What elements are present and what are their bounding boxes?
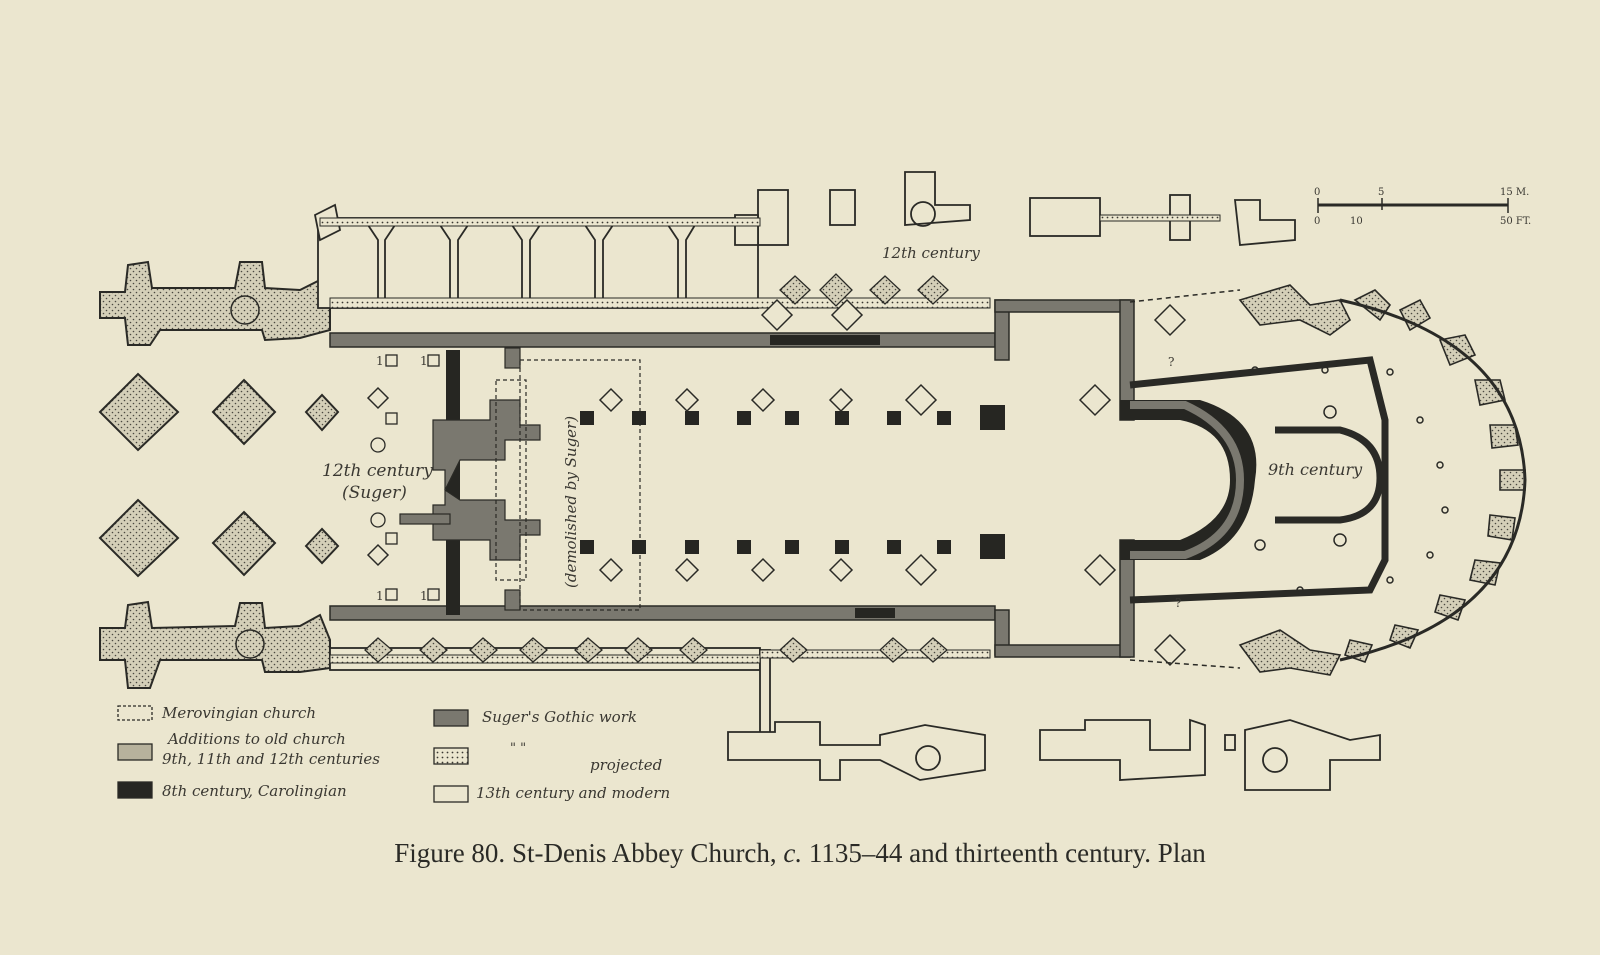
legend-swatch-gothic xyxy=(433,709,469,727)
legend-label-merovingian: Merovingian church xyxy=(161,704,316,722)
carolingian-walls xyxy=(446,335,895,618)
narthex-small-piers xyxy=(370,354,440,601)
legend-item-merovingian: Merovingian church xyxy=(117,704,316,722)
legend-label-carolingian: 8th century, Carolingian xyxy=(162,782,347,800)
narthex-patron-label: (Suger) xyxy=(342,483,407,503)
caption-title: St-Denis Abbey Church, xyxy=(511,838,777,868)
south-aisle-piers xyxy=(364,637,948,663)
legend-label-additions-dates: 9th, 11th and 12th centuries xyxy=(162,750,380,768)
legend-label-gothic: Suger's Gothic work xyxy=(482,708,637,726)
merovingian-outline xyxy=(495,359,641,611)
pier-mark-sw: 1 xyxy=(376,589,384,603)
scale-metric-tick-15: 15 M. xyxy=(1500,187,1529,198)
north-aisle-piers xyxy=(779,273,949,307)
north-aisle-date-label: 12th century xyxy=(882,244,980,262)
legend-swatch-carolingian xyxy=(117,781,153,799)
pier-mark-nw: 1 xyxy=(376,354,384,368)
pier-mark-ne: 1 xyxy=(420,354,428,368)
scale-metric-tick-0: 0 xyxy=(1314,187,1320,198)
crypt-walls xyxy=(1129,356,1389,604)
caption-circa: c. xyxy=(783,838,803,868)
ambulatory-outer-wall xyxy=(1339,298,1527,662)
legend-label-additions: Additions to old church xyxy=(166,730,346,748)
crypt-columns xyxy=(1251,366,1449,594)
caption-figure-number: Figure 80. xyxy=(394,838,506,868)
north-chapels xyxy=(313,171,1296,309)
figure-caption: Figure 80. St-Denis Abbey Church, c. 113… xyxy=(0,838,1600,869)
legend-item-carolingian: 8th century, Carolingian xyxy=(117,781,347,800)
south-stairs xyxy=(915,745,1288,773)
scale-imperial-tick-0: 0 xyxy=(1314,216,1320,227)
narthex-walls xyxy=(399,347,541,611)
crypt-date-label: 9th century xyxy=(1268,460,1363,479)
west-facade xyxy=(98,260,340,689)
nave-piers-north xyxy=(580,405,1005,430)
legend-swatch-merovingian xyxy=(117,705,153,721)
uncertain-mark-north: ? xyxy=(1168,355,1174,369)
uncertain-mark-south: ? xyxy=(1175,596,1181,610)
legend-label-projected-ditto: " " xyxy=(510,741,526,756)
narthex-date-label: 12th century xyxy=(322,461,433,481)
legend-item-additions: Additions to old church 9th, 11th and 12… xyxy=(117,730,380,768)
caption-dates: 1135–44 and thirteenth century. Plan xyxy=(808,838,1206,868)
legend-swatch-13th-century xyxy=(433,785,469,803)
north-aisle-band xyxy=(319,214,1221,309)
scale-imperial-tick-50: 50 FT. xyxy=(1500,216,1531,227)
legend-label-13th-century: 13th century and modern xyxy=(476,784,670,802)
legend-item-projected: " " projected xyxy=(433,741,662,774)
scale-metric-tick-5: 5 xyxy=(1378,187,1384,198)
ambulatory-chapels xyxy=(1238,284,1526,676)
legend-swatch-additions xyxy=(117,743,153,761)
north-stair xyxy=(910,201,936,227)
legend-item-13th-century: 13th century and modern xyxy=(433,784,670,803)
south-aisle-band xyxy=(329,649,991,664)
legend-item-gothic: Suger's Gothic work xyxy=(433,708,637,727)
scale-bar: 0 5 15 M. 0 10 50 FT. xyxy=(1314,187,1531,227)
legend-label-projected: projected xyxy=(590,756,662,774)
legend: Merovingian church Additions to old chur… xyxy=(117,704,670,803)
scale-imperial-tick-10: 10 xyxy=(1350,216,1363,227)
legend-swatch-projected xyxy=(433,747,469,765)
aisle-diamond-piers xyxy=(366,298,1187,667)
pier-mark-se: 1 xyxy=(420,589,428,603)
projected-lines xyxy=(1129,289,1241,669)
nave-piers-south xyxy=(580,534,1005,559)
demolished-note: (demolished by Suger) xyxy=(562,416,580,588)
carolingian-apse xyxy=(1120,400,1257,560)
tower-stairs xyxy=(230,295,265,659)
